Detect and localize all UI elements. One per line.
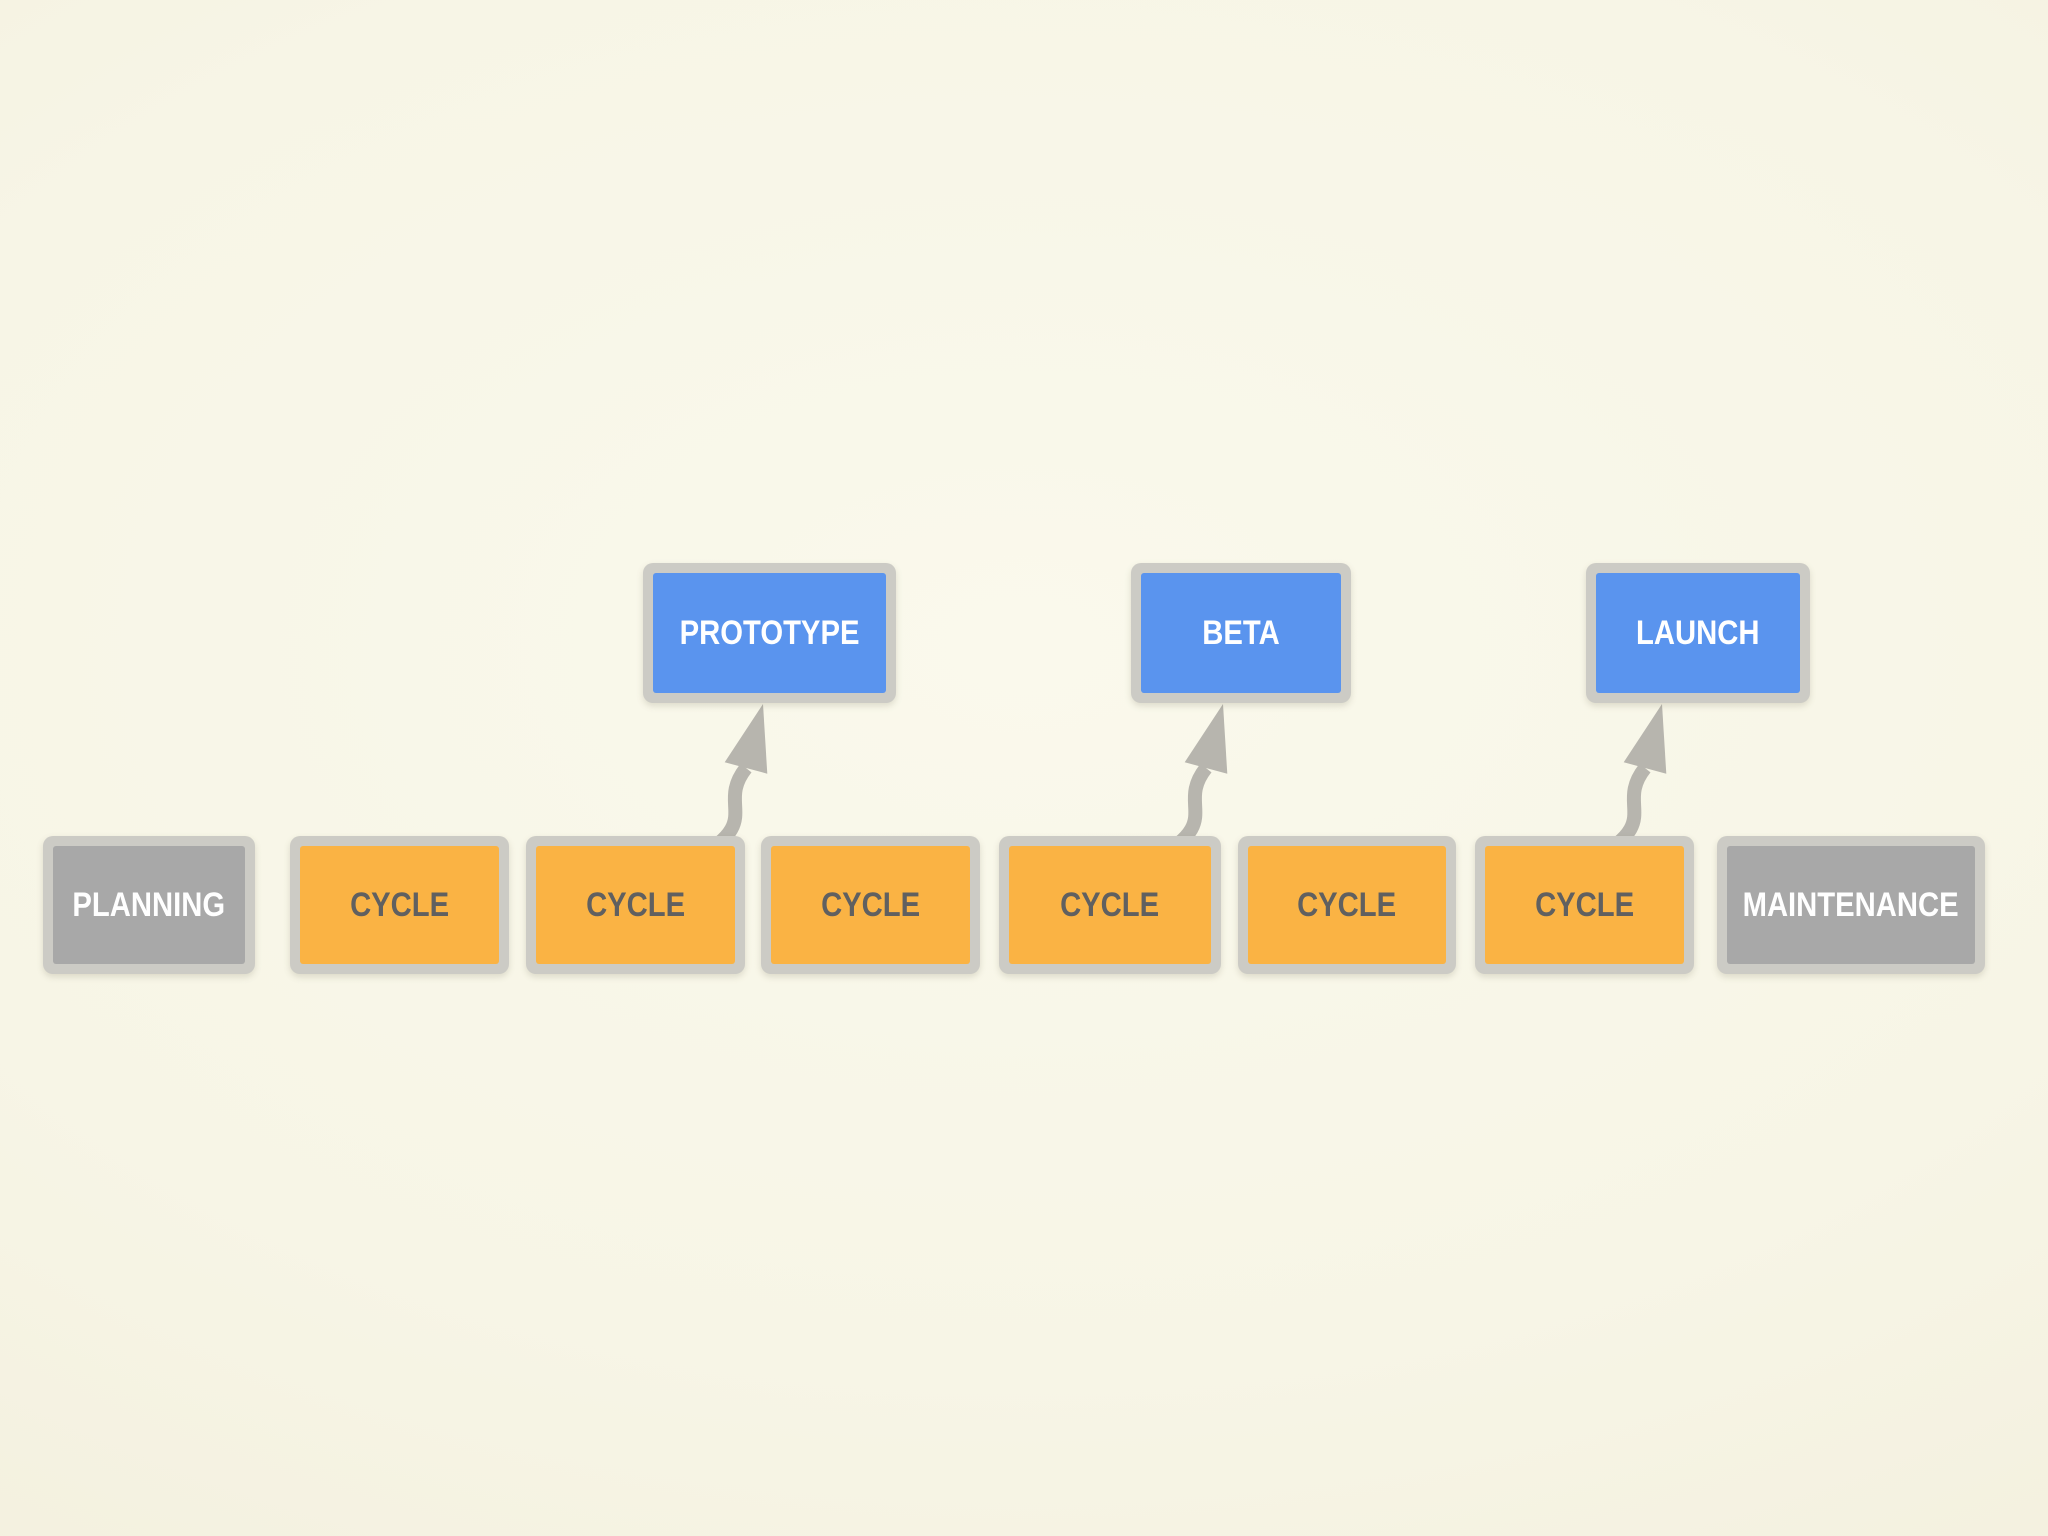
timeline-box-cycle-2-label: CYCLE bbox=[585, 886, 686, 924]
timeline-box-cycle-5-label: CYCLE bbox=[1297, 886, 1397, 924]
timeline-box-planning-body: PLANNING bbox=[53, 846, 245, 964]
milestone-box-beta-label: BETA bbox=[1202, 614, 1280, 652]
timeline-box-cycle-4: CYCLE bbox=[999, 836, 1221, 974]
arrow-cycle-2-to-prototype bbox=[693, 704, 768, 865]
timeline-box-maintenance: MAINTENANCE bbox=[1717, 836, 1985, 974]
timeline-box-maintenance-body: MAINTENANCE bbox=[1727, 846, 1975, 964]
timeline-box-cycle-5-body: CYCLE bbox=[1248, 846, 1446, 964]
arrow-cycle-6-to-launch bbox=[1592, 704, 1667, 865]
milestone-box-beta-body: BETA bbox=[1141, 573, 1341, 693]
timeline-box-cycle-5: CYCLE bbox=[1238, 836, 1456, 974]
timeline-box-cycle-1-body: CYCLE bbox=[300, 846, 499, 964]
timeline-box-cycle-4-label: CYCLE bbox=[1060, 886, 1160, 924]
timeline-box-cycle-1-label: CYCLE bbox=[349, 886, 450, 924]
milestone-box-launch-label: LAUNCH bbox=[1636, 614, 1760, 652]
milestone-box-prototype-body: PROTOTYPE bbox=[653, 573, 886, 693]
arrow-cycle-4-to-beta bbox=[1153, 704, 1228, 865]
timeline-box-planning-label: PLANNING bbox=[72, 886, 226, 924]
milestone-box-prototype-label: PROTOTYPE bbox=[679, 614, 860, 652]
milestone-box-launch: LAUNCH bbox=[1586, 563, 1810, 703]
timeline-box-cycle-3: CYCLE bbox=[761, 836, 980, 974]
timeline-box-cycle-3-label: CYCLE bbox=[820, 886, 921, 924]
timeline-box-cycle-2-body: CYCLE bbox=[536, 846, 735, 964]
timeline-box-maintenance-label: MAINTENANCE bbox=[1742, 886, 1960, 924]
timeline-box-cycle-6: CYCLE bbox=[1475, 836, 1694, 974]
timeline-box-planning: PLANNING bbox=[43, 836, 255, 974]
timeline-box-cycle-4-body: CYCLE bbox=[1009, 846, 1211, 964]
timeline-box-cycle-6-label: CYCLE bbox=[1534, 886, 1635, 924]
timeline-box-cycle-3-body: CYCLE bbox=[771, 846, 970, 964]
milestone-box-launch-body: LAUNCH bbox=[1596, 573, 1800, 693]
timeline-box-cycle-1: CYCLE bbox=[290, 836, 509, 974]
timeline-box-cycle-2: CYCLE bbox=[526, 836, 745, 974]
milestone-box-beta: BETA bbox=[1131, 563, 1351, 703]
timeline-box-cycle-6-body: CYCLE bbox=[1485, 846, 1684, 964]
milestone-box-prototype: PROTOTYPE bbox=[643, 563, 896, 703]
